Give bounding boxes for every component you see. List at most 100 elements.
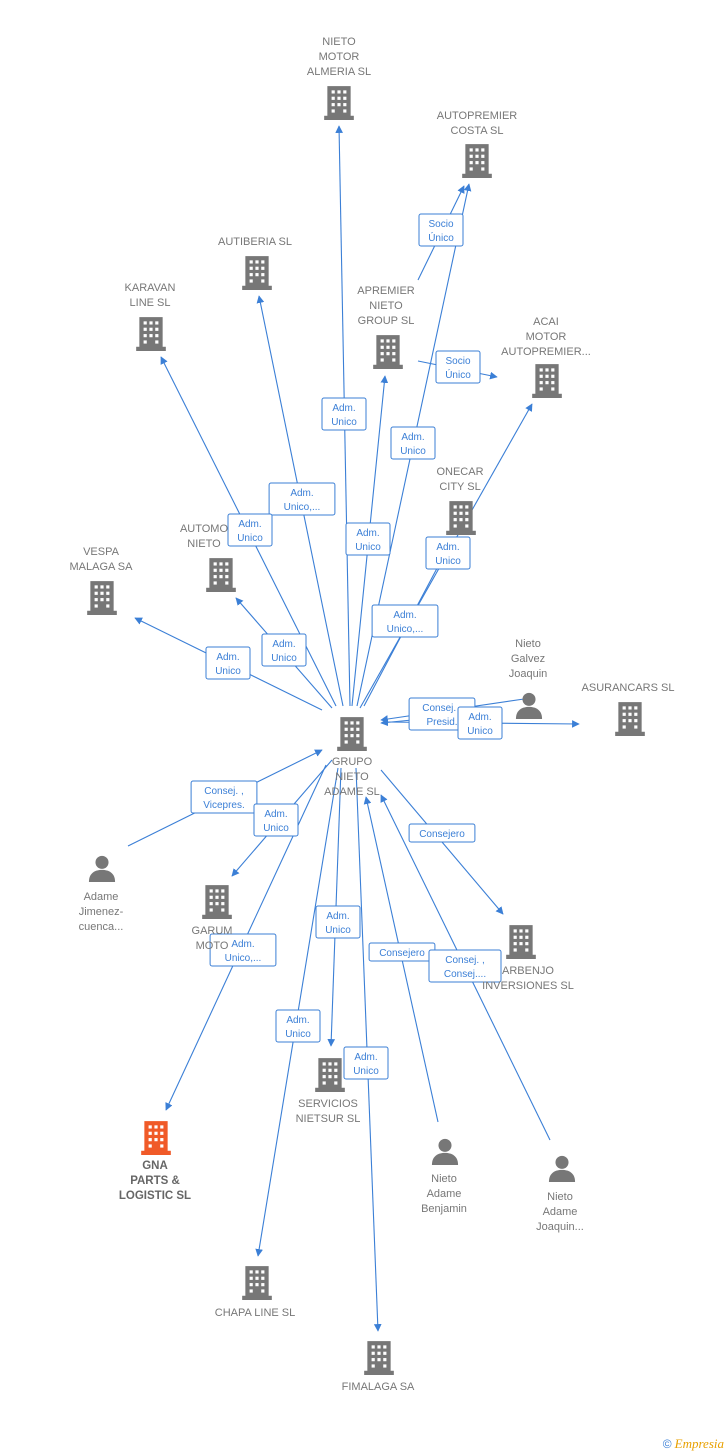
node-label-line: Adame [543,1206,578,1218]
node-label-line: MOTOR [526,331,567,343]
company-node-chapa[interactable]: CHAPA LINE SL [215,1266,296,1319]
building-icon [324,86,354,120]
building-icon [506,925,536,959]
node-label-line: Joaquin [509,668,548,680]
company-node-autiberia[interactable]: AUTIBERIA SL [218,236,292,290]
person-icon [88,855,116,882]
building-icon [337,717,367,751]
node-label-line: cuenca... [79,921,124,933]
node-label-line: MOTOR [319,51,360,63]
edge-role-text: Único [428,231,454,244]
building-icon [446,501,476,535]
edge-role-text: Adm. [468,712,491,723]
edge-role-text: Adm. [272,639,295,650]
node-label-line: KARAVAN [125,282,176,294]
edge-role-badge[interactable]: Adm.Unico [343,1046,389,1080]
edge-role-text: Adm. [401,432,424,443]
company-node-acai[interactable]: ACAIMOTORAUTOPREMIER... [501,316,591,398]
node-label-line: NIETO [369,300,403,312]
edge-role-text: Unico [325,925,351,936]
node-label-line: ARBENJO [502,965,554,977]
node-label-line: APREMIER [357,285,415,297]
edge-role-text: Unico [353,1066,379,1077]
node-label-line: NIETO [322,36,356,48]
edge-role-badge[interactable]: Adm.Unico [315,905,361,939]
edge-role-badge[interactable]: Adm.Unico [253,803,299,837]
node-label-line: NIETSUR SL [296,1113,361,1125]
node-label-line: Nieto [547,1191,573,1203]
edge-role-text: Adm. [231,939,254,950]
building-icon [141,1121,171,1155]
building-icon [202,885,232,919]
edge-role-badge[interactable]: Adm.Unico [261,633,307,667]
building-icon [364,1341,394,1375]
node-label-line: LOGISTIC SL [119,1190,191,1202]
node-label-line: AUTIBERIA SL [218,236,292,248]
node-label-line: GRUPO [332,756,373,768]
edge-role-text: Adm. [332,403,355,414]
node-label-line: Benjamin [421,1203,467,1215]
edge-role-text: Unico [355,542,381,553]
building-icon [242,256,272,290]
node-label-line: ACAI [533,316,559,328]
node-label-line: Adame [84,891,119,903]
company-node-grupo[interactable]: GRUPO NIETO ADAME SL [324,717,380,798]
edge-role-text: Unico [215,666,241,677]
edge-role-text: Adm. [238,519,261,530]
building-icon [87,581,117,615]
node-label-line: AUTOPREMIER [437,110,518,122]
edge-role-badge[interactable]: Adm.Unico [205,646,251,680]
company-node-vespa[interactable]: VESPA MALAGA SA [70,546,134,615]
edge-role-text: Adm. [436,542,459,553]
node-label-line: NIETO [187,538,221,550]
edge-role-text: Adm. [356,528,379,539]
edge-role-badge[interactable]: Adm.Unico [390,426,436,460]
node-label-line: NIETO [335,771,369,783]
edge-role-badge[interactable]: Consej. ,Vicepres. [190,780,258,814]
edge-role-text: Consejero [379,948,425,959]
edge-role-badge[interactable]: Adm.Unico [227,513,273,547]
edge-role-badge[interactable]: Adm.Unico [425,536,471,570]
edge-role-text: Adm. [290,488,313,499]
edge-role-text: Consej. , [422,703,461,714]
edge-role-badge[interactable]: Adm.Unico,... [371,604,439,638]
node-label-line: MALAGA SA [70,561,134,573]
edge-role-badge[interactable]: Adm.Unico,... [209,933,277,967]
building-icon [373,335,403,369]
edge-role-badge[interactable]: Adm.Unico [457,706,503,740]
building-icon [315,1058,345,1092]
edge-labels-layer: Adm.UnicoAdm.UnicoAdm.UnicoAdm.Unico,...… [190,213,503,1080]
node-label-line: Joaquin... [536,1221,584,1233]
person-node-nieto-joaquin[interactable]: NietoAdameJoaquin... [536,1155,584,1233]
edge-role-badge[interactable]: Adm.Unico [275,1009,321,1043]
edge-role-badge[interactable]: Adm.Unico [321,397,367,431]
node-label-line: VESPA [83,546,120,558]
company-node-asurancars[interactable]: ASURANCARS SL [582,682,675,736]
edge-role-badge[interactable]: Consej. ,Consej.... [428,949,502,983]
person-node-adame-jimenez[interactable]: AdameJimenez-cuenca... [79,855,124,933]
node-label-line: ADAME SL [324,786,380,798]
company-node-fimalaga[interactable]: FIMALAGA SA [342,1341,415,1393]
building-icon [532,364,562,398]
edge-role-badge[interactable]: Consejero [408,823,476,843]
edge-role-text: Adm. [264,809,287,820]
edge-role-badge[interactable]: Adm.Unico,... [268,482,336,516]
edge-role-badge[interactable]: Adm. Unico [345,522,391,556]
edge-role-badge[interactable]: Consejero [368,942,436,962]
